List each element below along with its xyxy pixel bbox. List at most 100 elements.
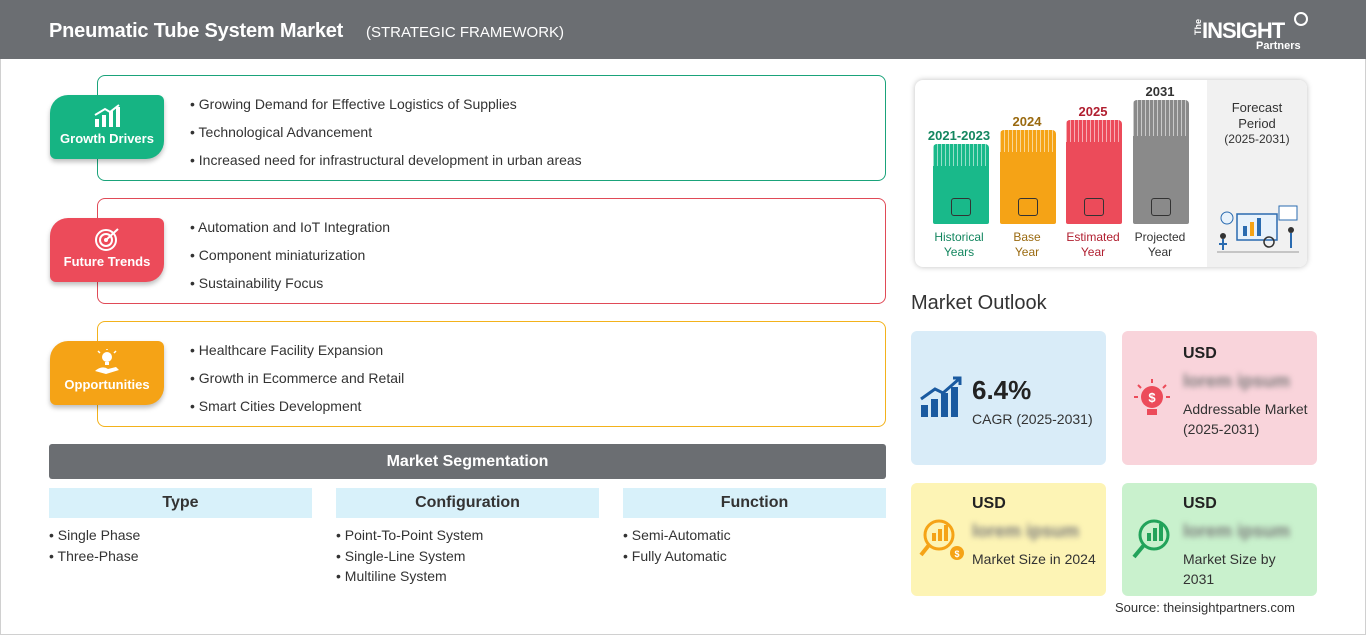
bar-caption-projected: Projected Year bbox=[1120, 230, 1200, 260]
calendar-icon bbox=[1018, 198, 1038, 216]
bar-stripes bbox=[1133, 100, 1189, 136]
page-title: Pneumatic Tube System Market bbox=[49, 20, 344, 42]
bar-caption-base: Base Year bbox=[987, 230, 1067, 260]
growth-drivers-label: Growth Drivers bbox=[60, 131, 154, 146]
segment-configuration: Configuration Point-To-Point System Sing… bbox=[336, 488, 599, 588]
size2024-label: Market Size in 2024 bbox=[972, 551, 1096, 567]
size2024-value: lorem ipsum bbox=[972, 521, 1080, 541]
list-item: Component miniaturization bbox=[190, 247, 390, 275]
bar-stripes bbox=[1000, 130, 1056, 152]
year-label-estimated: 2025 bbox=[1078, 104, 1108, 119]
bar-estimated bbox=[1066, 120, 1122, 224]
history-clock-icon bbox=[951, 198, 971, 216]
segment-title: Function bbox=[623, 488, 886, 518]
cagr-value: 6.4% bbox=[972, 375, 1032, 405]
market-size-2031-card: USD lorem ipsum Market Size by 2031 bbox=[1122, 483, 1317, 596]
svg-text:$: $ bbox=[954, 549, 959, 559]
list-item: Smart Cities Development bbox=[190, 398, 404, 426]
addressable-label: Addressable Market (2025-2031) bbox=[1183, 401, 1308, 437]
segment-item: Fully Automatic bbox=[623, 547, 886, 568]
timeline-card: 2021-2023 Historical Years 2024 Base Yea… bbox=[915, 80, 1307, 267]
market-outlook-title: Market Outlook bbox=[911, 292, 1047, 314]
bar-projected bbox=[1133, 100, 1189, 224]
segment-item: Multiline System bbox=[336, 567, 599, 588]
caption-line1: Base bbox=[1013, 230, 1041, 244]
caption-line1: Historical bbox=[934, 230, 984, 244]
lightbulb-dollar-icon: $ bbox=[1134, 379, 1170, 415]
year-label-base: 2024 bbox=[1012, 114, 1042, 129]
magnifier-chart-icon bbox=[1132, 519, 1170, 559]
future-trends-box: Automation and IoT Integration Component… bbox=[97, 198, 886, 304]
year-label-projected: 2031 bbox=[1145, 84, 1175, 99]
addressable-usd: USD bbox=[1183, 345, 1217, 362]
growth-bars-icon bbox=[920, 376, 962, 417]
analytics-illustration-icon bbox=[1217, 205, 1299, 253]
future-trends-list: Automation and IoT Integration Component… bbox=[190, 219, 390, 303]
size2031-value: lorem ipsum bbox=[1183, 521, 1291, 541]
list-item: Technological Advancement bbox=[190, 124, 582, 152]
list-item: Sustainability Focus bbox=[190, 275, 390, 303]
market-segmentation-header: Market Segmentation bbox=[49, 444, 886, 479]
growth-drivers-tag: Growth Drivers bbox=[50, 95, 164, 159]
caption-line2: Years bbox=[943, 245, 975, 259]
segment-item: Point-To-Point System bbox=[336, 526, 599, 547]
logo-ring-icon bbox=[1294, 12, 1308, 26]
gear-chart-icon bbox=[1084, 198, 1104, 216]
segment-title: Type bbox=[49, 488, 312, 518]
segment-item: Semi-Automatic bbox=[623, 526, 886, 547]
magnifier-coins-icon: $ bbox=[919, 519, 964, 560]
list-item: Growing Demand for Effective Logistics o… bbox=[190, 96, 582, 124]
logo-insight: INSIGHT bbox=[1202, 18, 1285, 43]
segment-type: Type Single Phase Three-Phase bbox=[49, 488, 312, 567]
list-item: Increased need for infrastructural devel… bbox=[190, 152, 582, 180]
target-icon bbox=[95, 228, 119, 251]
caption-line1: Estimated bbox=[1066, 230, 1120, 244]
bar-stripes bbox=[1066, 120, 1122, 142]
cagr-label: CAGR (2025-2031) bbox=[972, 411, 1093, 427]
caption-line2: Year bbox=[1147, 245, 1173, 259]
caption-line1: Projected bbox=[1134, 230, 1186, 244]
bar-caption-estimated: Estimated Year bbox=[1053, 230, 1133, 260]
addressable-market-card: USD lorem ipsum Addressable Market (2025… bbox=[1122, 331, 1317, 465]
market-size-2024-card: USD lorem ipsum Market Size in 2024 $ bbox=[911, 483, 1106, 596]
addressable-value: lorem ipsum bbox=[1183, 371, 1291, 391]
segment-item: Three-Phase bbox=[49, 547, 312, 568]
segment-title: Configuration bbox=[336, 488, 599, 518]
forecast-title: Forecast Period bbox=[1231, 100, 1283, 131]
bar-caption-historical: Historical Years bbox=[919, 230, 999, 260]
logo-partners: Partners bbox=[1256, 40, 1301, 52]
future-trends-label: Future Trends bbox=[63, 254, 151, 269]
bar-base bbox=[1000, 130, 1056, 224]
opportunities-tag: Opportunities bbox=[50, 341, 164, 405]
bar-historical bbox=[933, 144, 989, 224]
future-trends-tag: Future Trends bbox=[50, 218, 164, 282]
svg-text:$: $ bbox=[1148, 390, 1156, 405]
source-note: Source: theinsightpartners.com bbox=[1115, 600, 1295, 615]
size2031-usd: USD bbox=[1183, 495, 1217, 512]
year-label-historical: 2021-2023 bbox=[927, 128, 991, 143]
page-subtitle: (STRATEGIC FRAMEWORK) bbox=[366, 24, 565, 41]
forecast-panel: Forecast Period (2025-2031) bbox=[1207, 80, 1307, 267]
list-item: Growth in Ecommerce and Retail bbox=[190, 370, 404, 398]
list-item: Healthcare Facility Expansion bbox=[190, 342, 404, 370]
segment-item: Single-Line System bbox=[336, 547, 599, 568]
opportunities-box: Healthcare Facility Expansion Growth in … bbox=[97, 321, 886, 427]
size2024-usd: USD bbox=[972, 495, 1006, 512]
bar-stripes bbox=[933, 144, 989, 166]
segment-function: Function Semi-Automatic Fully Automatic bbox=[623, 488, 886, 567]
opportunities-label: Opportunities bbox=[64, 377, 150, 392]
lightbulb-hand-icon bbox=[95, 349, 119, 374]
cagr-card: 6.4% CAGR (2025-2031) bbox=[911, 331, 1106, 465]
insight-partners-logo: The INSIGHT Partners bbox=[1190, 10, 1320, 54]
list-item: Automation and IoT Integration bbox=[190, 219, 390, 247]
caption-line2: Year bbox=[1080, 245, 1106, 259]
forecast-range: (2025-2031) bbox=[1224, 132, 1290, 146]
presentation-icon bbox=[1151, 198, 1171, 216]
caption-line2: Year bbox=[1014, 245, 1040, 259]
segment-item: Single Phase bbox=[49, 526, 312, 547]
growth-drivers-box: Growing Demand for Effective Logistics o… bbox=[97, 75, 886, 181]
growth-chart-icon bbox=[94, 104, 120, 127]
header-bar: Pneumatic Tube System Market (STRATEGIC … bbox=[0, 0, 1366, 59]
opportunities-list: Healthcare Facility Expansion Growth in … bbox=[190, 342, 404, 426]
growth-drivers-list: Growing Demand for Effective Logistics o… bbox=[190, 96, 582, 180]
